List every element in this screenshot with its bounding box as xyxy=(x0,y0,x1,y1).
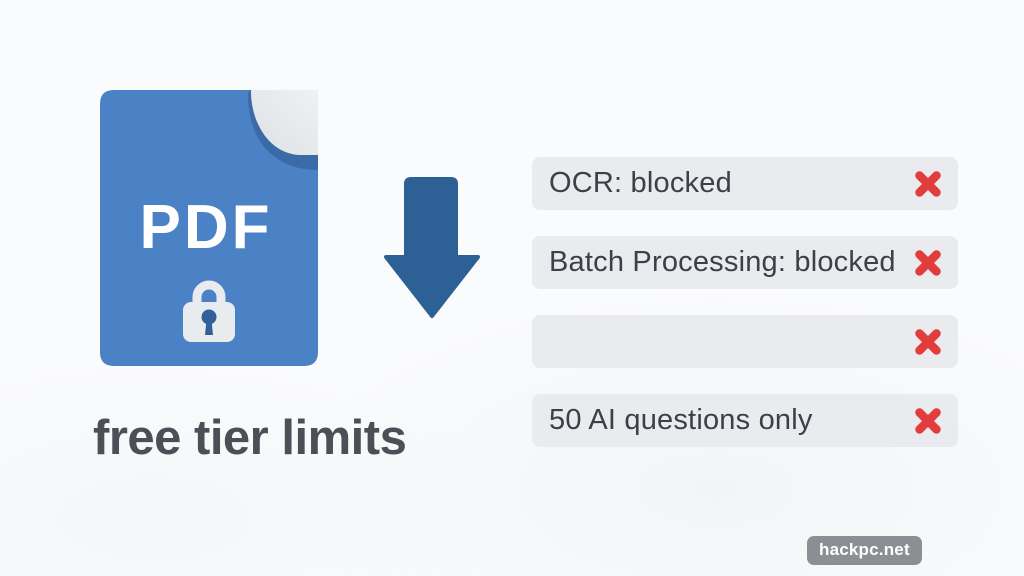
limit-row-blank xyxy=(532,315,958,368)
page-title: free tier limits xyxy=(93,411,407,465)
folded-corner xyxy=(251,90,318,155)
limit-label: OCR: blocked xyxy=(549,167,732,199)
limit-row-ai-questions: 50 AI questions only xyxy=(532,394,958,447)
pdf-label: PDF xyxy=(140,193,273,262)
limit-row-ocr: OCR: blocked xyxy=(532,157,958,210)
limits-list: OCR: blocked Batch Processing: blocked 5… xyxy=(532,157,958,473)
pdf-file-icon: PDF xyxy=(100,90,318,366)
watermark-badge: hackpc.net xyxy=(807,536,922,565)
limit-label: 50 AI questions only xyxy=(549,404,813,436)
x-icon xyxy=(915,407,941,434)
x-icon xyxy=(915,328,941,355)
arrow-down-icon xyxy=(384,177,480,318)
x-icon xyxy=(915,249,941,276)
x-icon xyxy=(915,170,941,197)
limit-row-batch: Batch Processing: blocked xyxy=(532,236,958,289)
lock-icon xyxy=(183,280,235,342)
limit-label: Batch Processing: blocked xyxy=(549,246,896,278)
document-body xyxy=(100,90,318,366)
